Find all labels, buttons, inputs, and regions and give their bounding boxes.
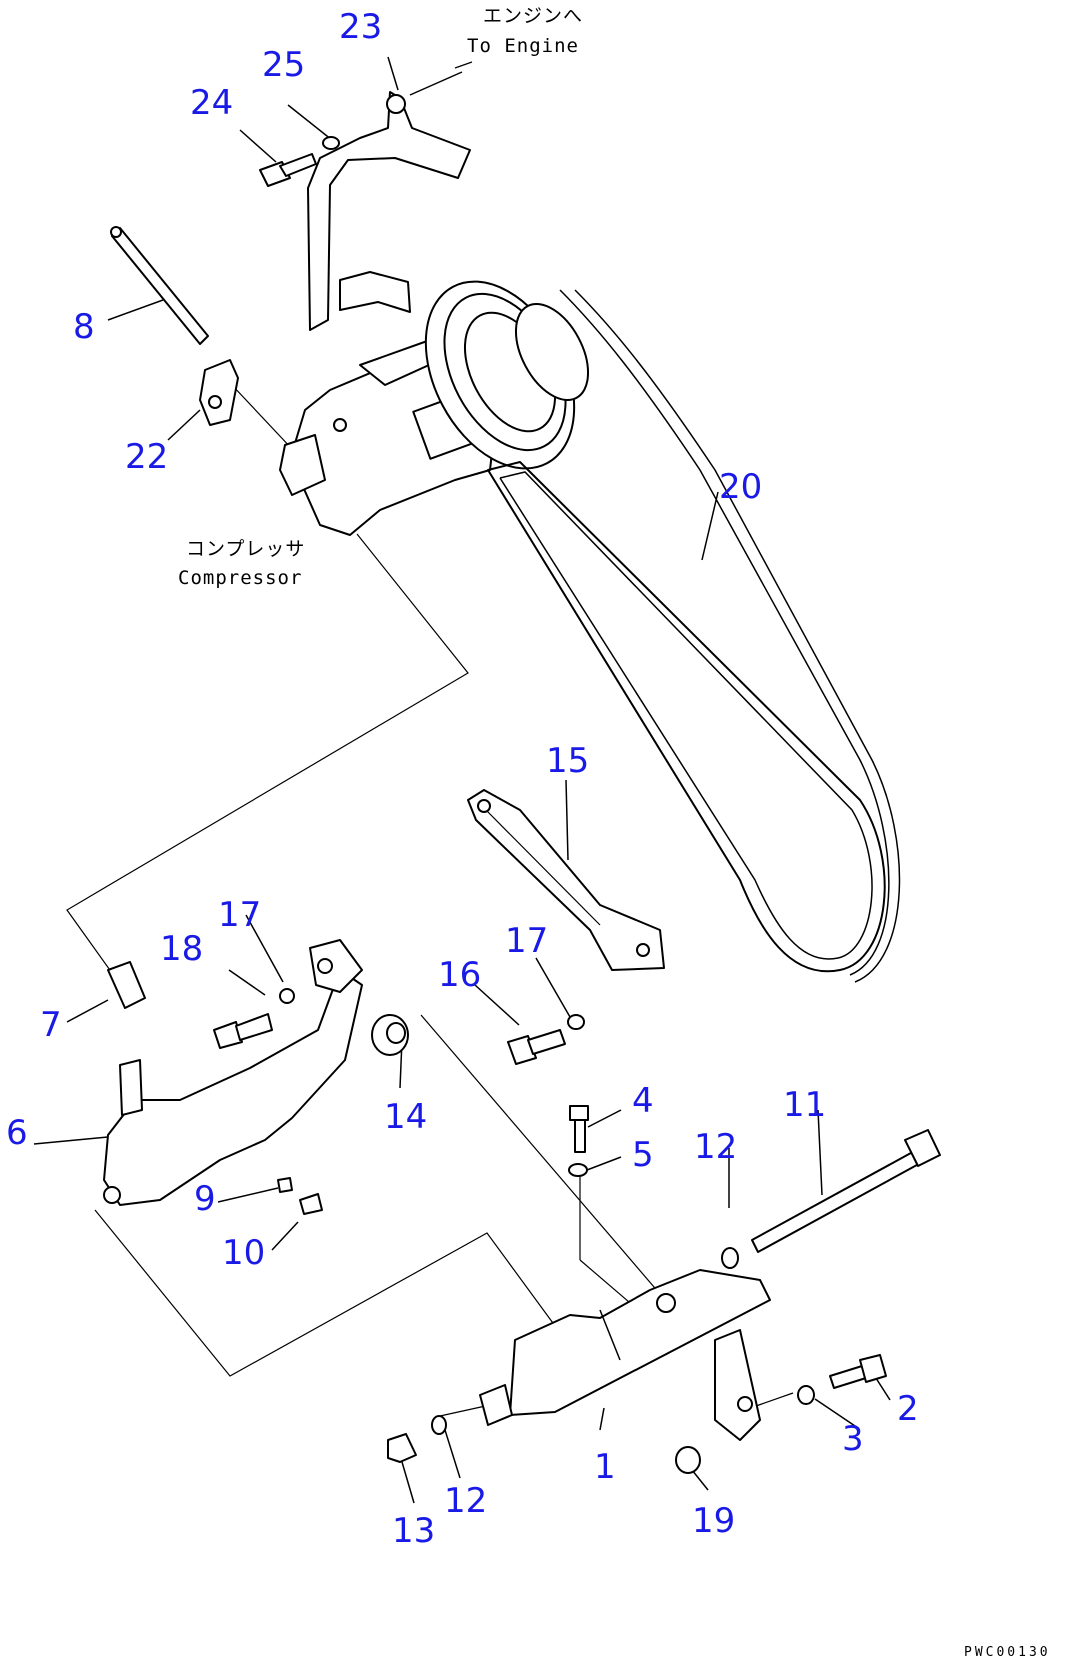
callout-3: 3 [842, 1419, 864, 1459]
drawing-code: PWC00130 [964, 1645, 1051, 1660]
washer-25 [322, 136, 340, 150]
bolt-16 [507, 1029, 566, 1065]
pulley [424, 280, 590, 470]
part-9 [277, 1177, 293, 1193]
callout-17b: 17 [505, 921, 548, 961]
callout-1: 1 [594, 1447, 616, 1487]
callout-24: 24 [190, 83, 233, 123]
callout-6: 6 [6, 1113, 28, 1153]
bracket-23 [307, 61, 473, 331]
callout-7: 7 [40, 1005, 62, 1045]
assembly-lines [66, 383, 794, 1417]
washer-17b [279, 988, 295, 1004]
callout-14: 14 [384, 1097, 427, 1137]
washer-17 [567, 1014, 585, 1030]
bolt-4 [569, 1105, 589, 1153]
callout-2: 2 [897, 1389, 919, 1429]
belt-20 [487, 289, 901, 983]
bolt-11 [751, 1129, 941, 1253]
callout-17a: 17 [218, 895, 261, 935]
washer-3 [797, 1385, 815, 1405]
link-15 [467, 789, 665, 971]
washer-12 [721, 1247, 739, 1269]
roller-14 [371, 1014, 409, 1056]
bolt-24 [259, 153, 317, 187]
callout-20: 20 [719, 467, 762, 507]
callout-16: 16 [438, 955, 481, 995]
callout-19: 19 [692, 1501, 735, 1541]
nut-10 [299, 1193, 323, 1215]
callout-8: 8 [73, 307, 95, 347]
note-engine-en: To Engine [467, 35, 579, 57]
rod-8 [110, 226, 209, 345]
washer-12b [431, 1415, 447, 1435]
bolt-2 [829, 1354, 887, 1389]
callout-13: 13 [392, 1511, 435, 1551]
note-engine-jp: エンジンへ [483, 5, 583, 27]
bracket-6 [103, 939, 363, 1206]
callout-12b: 12 [444, 1481, 487, 1521]
callout-23: 23 [339, 7, 382, 47]
note-compressor-en: Compressor [178, 567, 302, 589]
bracket-1 [479, 1269, 771, 1441]
callout-4: 4 [632, 1081, 654, 1121]
callout-9: 9 [194, 1179, 216, 1219]
bolt-18 [213, 1013, 273, 1049]
callout-5: 5 [632, 1135, 654, 1175]
callout-11: 11 [783, 1085, 826, 1125]
spacer-7 [107, 961, 146, 1009]
callout-10: 10 [222, 1233, 265, 1273]
callout-15: 15 [546, 741, 589, 781]
callout-22: 22 [125, 437, 168, 477]
bracket-22 [199, 359, 239, 426]
nut-13 [387, 1433, 417, 1463]
collar-19 [675, 1446, 701, 1474]
note-compressor-jp: コンプレッサ [186, 538, 305, 560]
callout-25: 25 [262, 45, 305, 85]
washer-5 [568, 1163, 588, 1177]
callout-18: 18 [160, 929, 203, 969]
callout-labels: 23 25 24 8 22 20 15 17 18 17 16 7 6 14 4… [6, 7, 919, 1551]
callout-12a: 12 [694, 1127, 737, 1167]
